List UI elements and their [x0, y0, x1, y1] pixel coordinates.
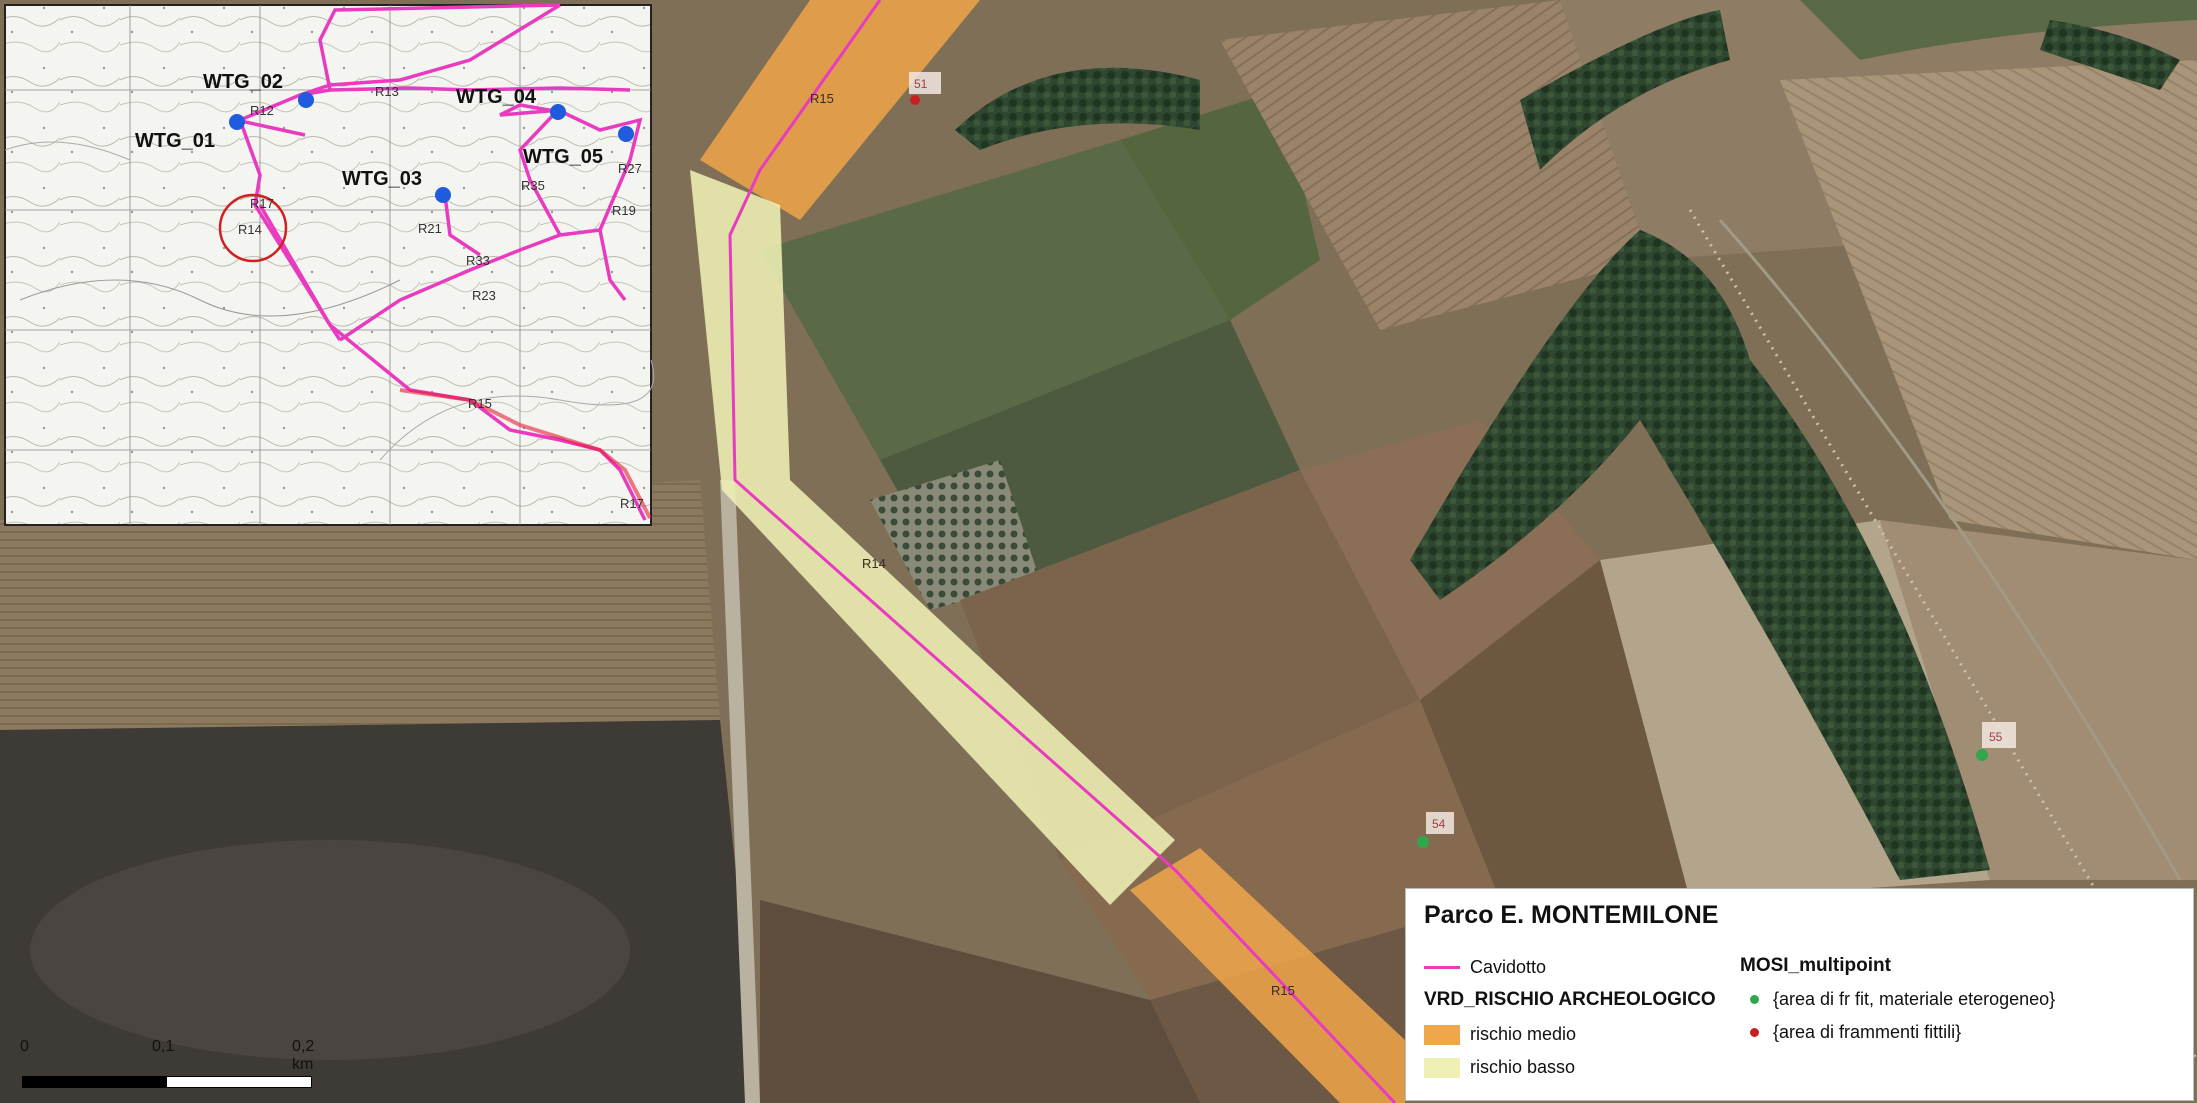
mosi-green-marker[interactable] [1417, 836, 1429, 848]
turbine-label: WTG_04 [456, 86, 537, 108]
route-label: R14 [862, 556, 886, 571]
inset-route-label: R23 [472, 288, 496, 303]
legend-item-mosi-red: {area di frammenti fittili} [1750, 1022, 1961, 1043]
inset-cavidotto [235, 3, 647, 521]
map-legend: Parco E. MONTEMILONE Cavidotto VRD_RISCH… [1405, 888, 2194, 1101]
mosi-point-51[interactable]: 51 [909, 72, 941, 105]
mosi-red-marker[interactable] [910, 95, 920, 105]
rischio-basso-swatch-icon [1424, 1057, 1460, 1078]
inset-route-label: R35 [521, 178, 545, 193]
turbine-label: WTG_02 [203, 71, 283, 93]
inset-map[interactable]: WTG_01 WTG_02 WTG_03 WTG_04 WTG_05 R12 R… [4, 3, 655, 526]
inset-focus-circle [218, 193, 288, 263]
inset-route-label: R27 [618, 161, 642, 176]
rischio-medio-swatch-icon [1424, 1024, 1460, 1045]
legend-label: {area di fr fit, materiale eterogeneo} [1773, 989, 2056, 1009]
scale-label-0: 0 [20, 1038, 29, 1055]
mosi-point-54[interactable]: 54 [1417, 812, 1454, 848]
mosi-green-marker[interactable] [1976, 749, 1988, 761]
turbine-marker[interactable] [298, 92, 314, 108]
turbine-marker[interactable] [229, 114, 245, 130]
legend-section-vrd: VRD_RISCHIO ARCHEOLOGICO [1424, 989, 1716, 1010]
route-label: R15 [1271, 983, 1295, 998]
inset-route-label: R17 [620, 496, 644, 511]
scale-label-mid: 0,1 [152, 1038, 175, 1055]
legend-label: Cavidotto [1470, 957, 1547, 977]
svg-text:55: 55 [1989, 730, 2003, 744]
cavidotto-line-icon [1424, 966, 1460, 969]
turbine-label: WTG_01 [135, 130, 215, 152]
route-label: R15 [810, 91, 834, 106]
legend-item-mosi-green: {area di fr fit, materiale eterogeneo} [1750, 989, 2055, 1010]
inset-route-label: R13 [375, 84, 399, 99]
inset-route-label: R14 [238, 222, 262, 237]
inset-route-label: R19 [612, 203, 636, 218]
mosi-point-55[interactable]: 55 [1976, 722, 2016, 761]
legend-item-rischio-basso: rischio basso [1424, 1057, 1575, 1078]
legend-label: rischio medio [1470, 1024, 1577, 1044]
turbine-marker[interactable] [618, 126, 634, 142]
red-dot-icon [1750, 1028, 1759, 1037]
turbine-label: WTG_05 [523, 146, 603, 168]
inset-route-label: R33 [466, 253, 490, 268]
turbine-label: WTG_03 [342, 168, 422, 190]
legend-section-mosi: MOSI_multipoint [1740, 955, 1891, 976]
svg-text:51: 51 [914, 77, 928, 91]
inset-route-label: R17 [250, 196, 274, 211]
inset-route-label: R12 [250, 103, 274, 118]
rischio-basso-zone[interactable] [690, 170, 1175, 905]
svg-text:54: 54 [1432, 817, 1446, 831]
cavidotto-route[interactable] [728, 0, 1397, 1103]
inset-route-label: R15 [468, 396, 492, 411]
rischio-medio-zone[interactable] [700, 0, 980, 220]
legend-label: {area di frammenti fittili} [1773, 1022, 1962, 1042]
inset-route-label: R21 [418, 221, 442, 236]
turbine-marker[interactable] [550, 104, 566, 120]
turbine-marker[interactable] [435, 187, 451, 203]
scale-segment-dark [22, 1076, 166, 1088]
scale-bar: 0 0,1 0,2 km [20, 1038, 315, 1088]
scale-segment-light [166, 1076, 312, 1088]
legend-title: Parco E. MONTEMILONE [1424, 901, 1719, 929]
green-dot-icon [1750, 995, 1759, 1004]
legend-item-rischio-medio: rischio medio [1424, 1024, 1576, 1045]
legend-label: rischio basso [1470, 1057, 1576, 1077]
legend-item-cavidotto: Cavidotto [1424, 957, 1546, 978]
scale-label-end: 0,2 km [292, 1038, 315, 1073]
